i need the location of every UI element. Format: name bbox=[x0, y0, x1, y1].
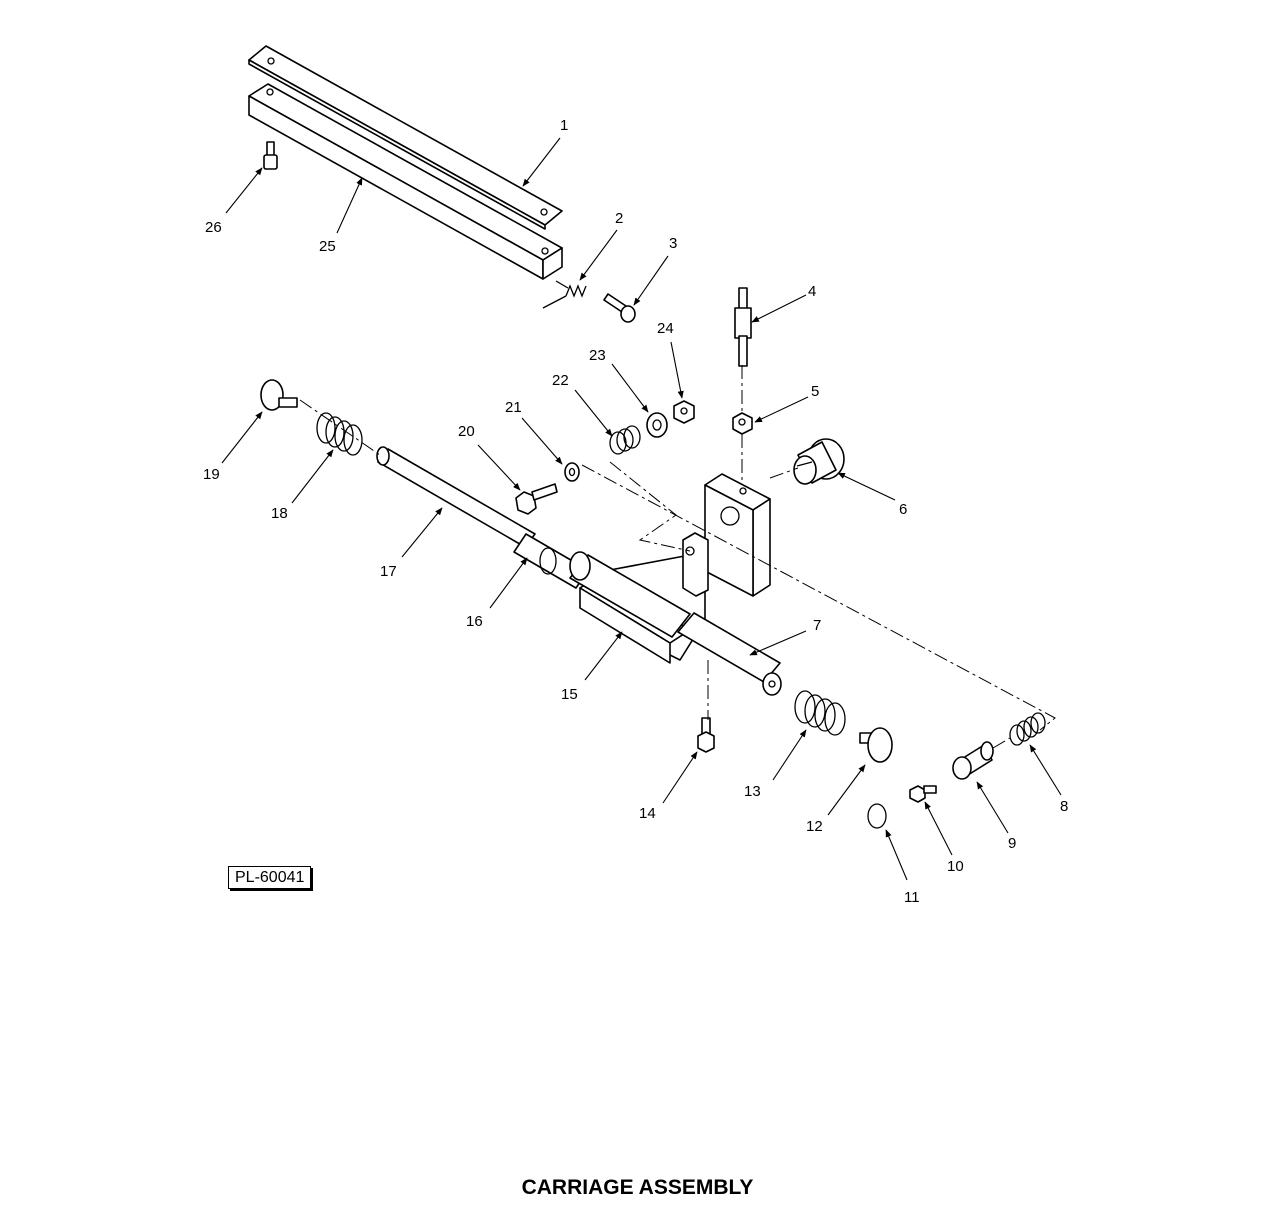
callout-12: 12 bbox=[806, 818, 823, 835]
part-23-washer bbox=[646, 412, 668, 438]
part-17-shaft bbox=[376, 446, 536, 548]
callout-7: 7 bbox=[813, 617, 821, 634]
callout-19: 19 bbox=[203, 466, 220, 483]
callout-10: 10 bbox=[947, 858, 964, 875]
part-20-screw bbox=[515, 483, 558, 515]
callout-15: 15 bbox=[561, 686, 578, 703]
callout-labels: 1 2 3 4 5 6 7 8 9 10 11 12 13 14 15 16 1… bbox=[203, 117, 1068, 906]
callout-2: 2 bbox=[615, 210, 623, 227]
callout-18: 18 bbox=[271, 505, 288, 522]
callout-21: 21 bbox=[505, 399, 522, 416]
part-18-spring bbox=[316, 412, 363, 456]
part-25-bar bbox=[248, 83, 563, 280]
part-15-carriage-block bbox=[569, 551, 691, 638]
callout-11: 11 bbox=[904, 889, 920, 906]
plate-id-label: PL-60041 bbox=[228, 866, 312, 889]
alignment-lines bbox=[299, 365, 1056, 749]
callout-4: 4 bbox=[808, 283, 816, 300]
callout-16: 16 bbox=[466, 613, 483, 630]
leader-lines bbox=[221, 137, 1062, 881]
part-11-ring bbox=[867, 803, 887, 829]
callout-13: 13 bbox=[744, 783, 761, 800]
part-2-spring-clip bbox=[542, 280, 587, 309]
callout-23: 23 bbox=[589, 347, 606, 364]
part-13-spring bbox=[794, 690, 846, 736]
part-21-washer bbox=[564, 462, 580, 482]
callout-9: 9 bbox=[1008, 835, 1016, 852]
part-10-screw bbox=[909, 785, 937, 803]
part-7-shaft-end bbox=[677, 612, 782, 696]
callout-22: 22 bbox=[552, 372, 569, 389]
part-26-screw bbox=[263, 141, 278, 170]
callout-26: 26 bbox=[205, 219, 222, 236]
callout-1: 1 bbox=[560, 117, 568, 134]
part-22-spring bbox=[609, 425, 641, 455]
part-1-strip bbox=[248, 45, 563, 230]
part-8-spring bbox=[1009, 712, 1046, 746]
callout-8: 8 bbox=[1060, 798, 1068, 815]
part-14-screw bbox=[697, 717, 715, 753]
part-12-knob bbox=[859, 727, 893, 763]
callout-6: 6 bbox=[899, 501, 907, 518]
callout-24: 24 bbox=[657, 320, 674, 337]
part-5-nut bbox=[732, 412, 753, 435]
part-3-screw bbox=[603, 293, 636, 323]
part-24-nut bbox=[673, 400, 695, 424]
callout-20: 20 bbox=[458, 423, 475, 440]
part-6-slotted-knob bbox=[793, 438, 845, 485]
part-9-plunger bbox=[952, 741, 994, 780]
part-4-standoff bbox=[734, 287, 752, 367]
figure-title: CARRIAGE ASSEMBLY bbox=[521, 1176, 754, 1199]
callout-25: 25 bbox=[319, 238, 336, 255]
part-19-knob bbox=[260, 379, 298, 411]
callout-5: 5 bbox=[811, 383, 819, 400]
callout-14: 14 bbox=[639, 805, 656, 822]
callout-3: 3 bbox=[669, 235, 677, 252]
callout-17: 17 bbox=[380, 563, 397, 580]
